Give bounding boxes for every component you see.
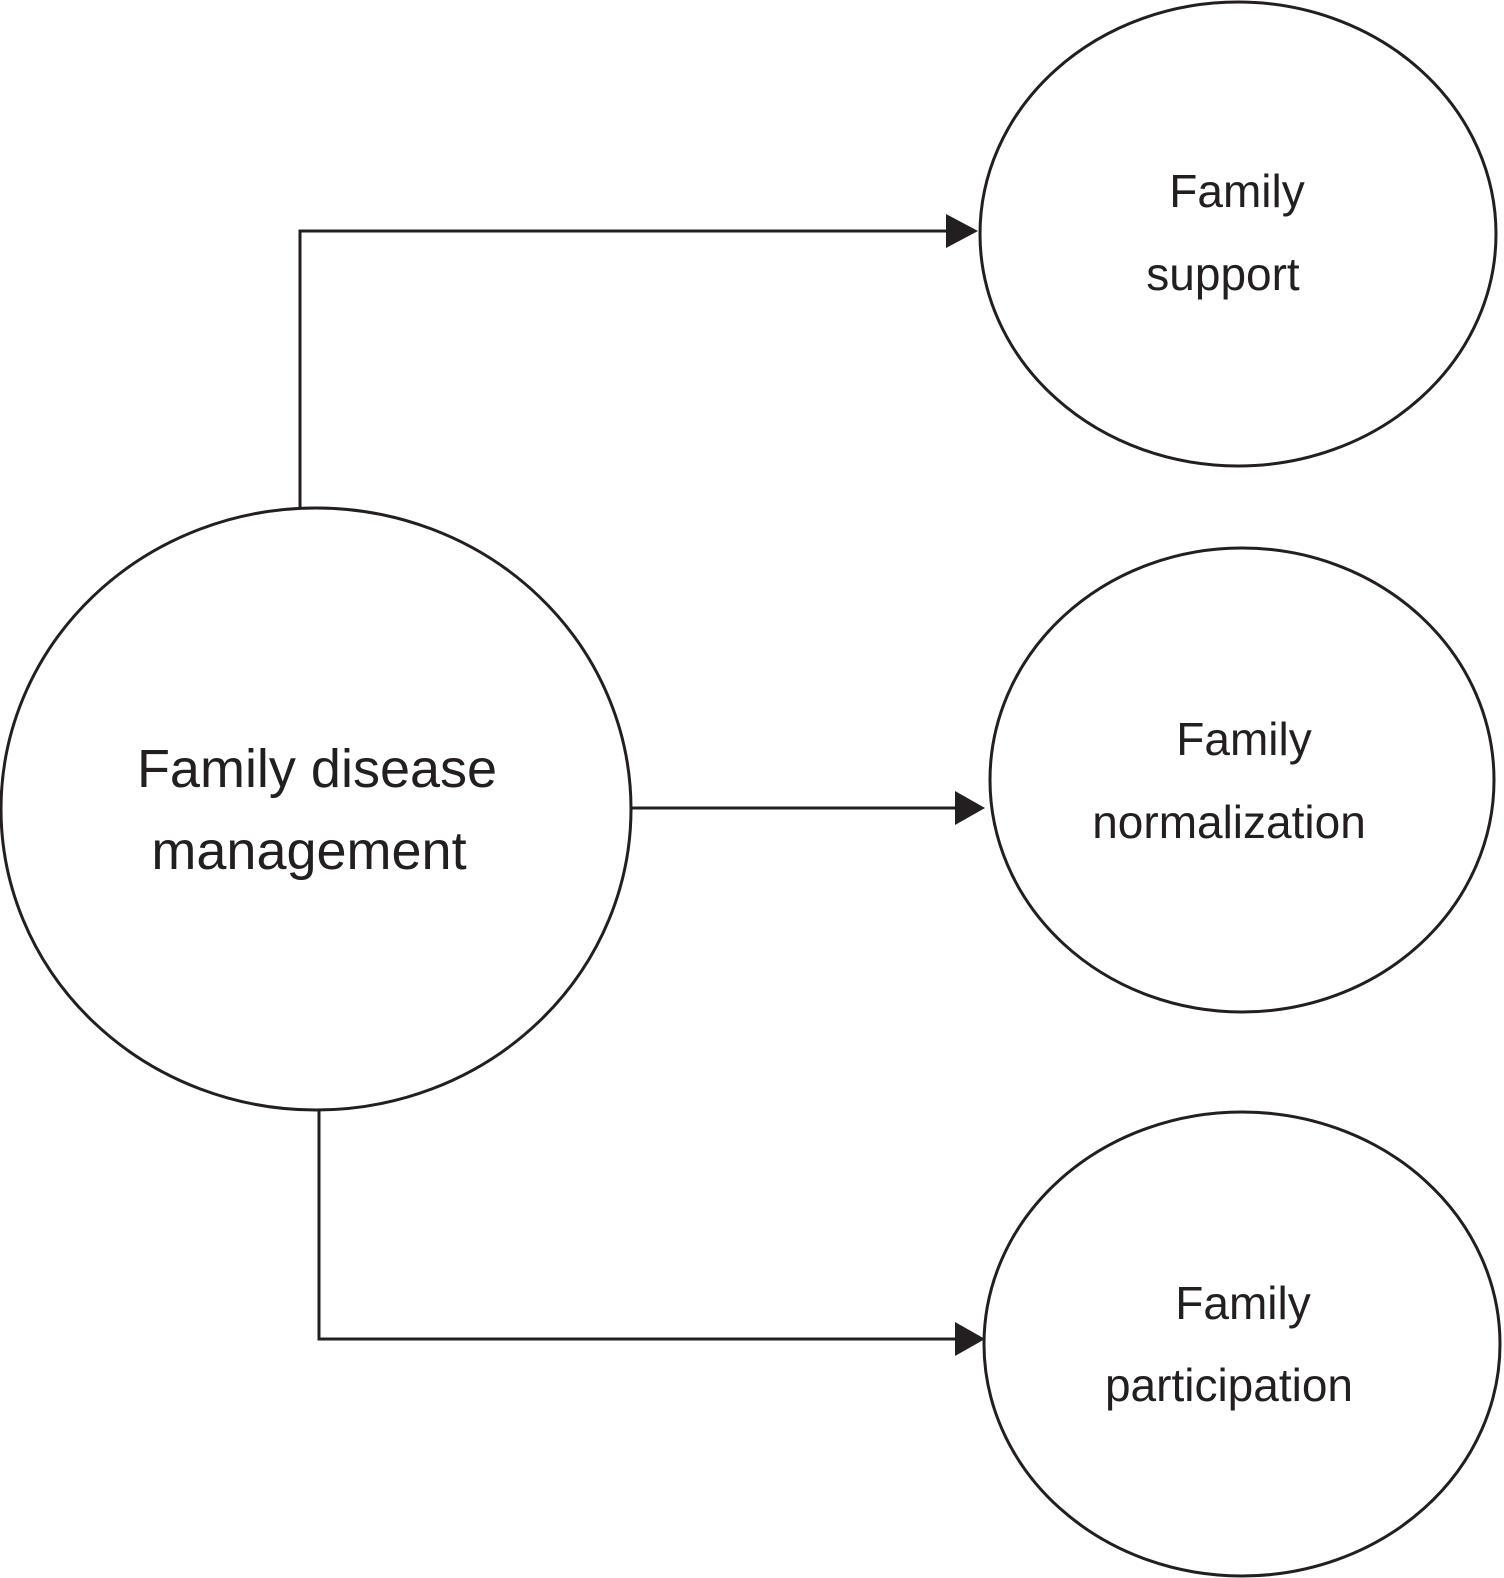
node-family-participation: Family participation <box>982 1110 1502 1578</box>
node-family-disease-management-label-line2: management <box>151 821 466 881</box>
node-family-support-label-line1: Family <box>1169 165 1304 217</box>
arrowhead-to-family-normalization <box>955 791 985 825</box>
node-family-support: Family support <box>978 0 1498 468</box>
arrowhead-to-family-participation <box>955 1322 985 1356</box>
node-family-normalization-circle <box>988 546 1496 1014</box>
connector-to-family-support <box>298 229 946 507</box>
node-family-disease-management-circle <box>0 506 633 1112</box>
node-family-participation-label-line2: participation <box>1105 1359 1353 1411</box>
connector-to-family-participation <box>317 1110 955 1341</box>
node-family-normalization-label-line2: normalization <box>1092 796 1366 848</box>
arrowhead-to-family-support <box>946 214 978 248</box>
node-family-normalization: Family normalization <box>988 546 1496 1014</box>
node-family-normalization-label-line1: Family <box>1176 713 1311 765</box>
node-family-disease-management: Family disease management <box>0 506 633 1112</box>
node-family-support-circle <box>978 0 1498 468</box>
node-family-participation-label-line1: Family <box>1175 1277 1310 1329</box>
node-family-disease-management-label-line1: Family disease <box>137 739 497 799</box>
connectors <box>298 214 985 1356</box>
node-family-support-label-line2: support <box>1146 248 1300 300</box>
node-family-participation-circle <box>982 1110 1502 1578</box>
